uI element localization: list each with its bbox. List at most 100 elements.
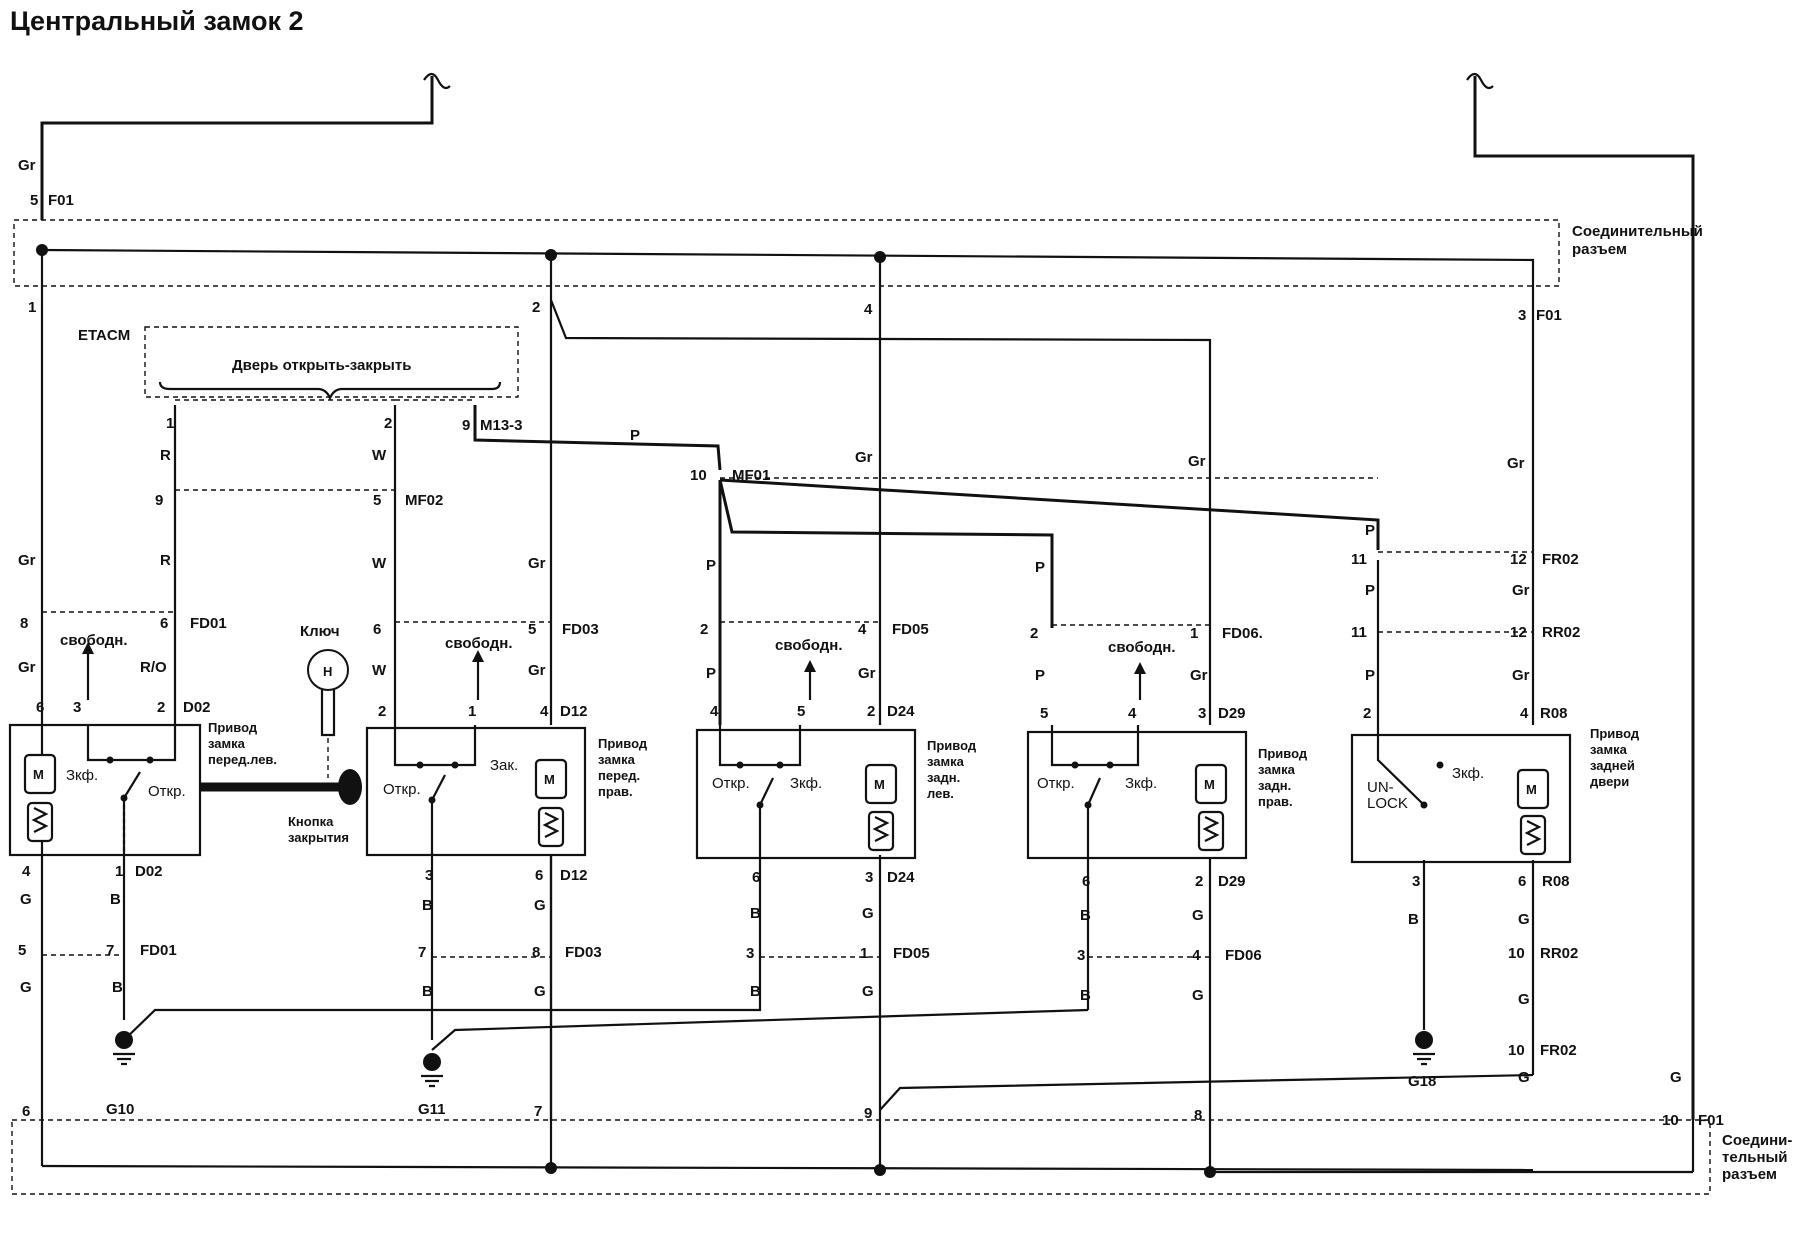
svg-text:B: B xyxy=(110,891,121,908)
svg-text:G: G xyxy=(1518,991,1530,1008)
svg-text:M: M xyxy=(874,777,885,792)
svg-text:G: G xyxy=(1670,1069,1682,1086)
svg-text:8: 8 xyxy=(1194,1107,1202,1124)
svg-text:G: G xyxy=(1518,911,1530,928)
actuator-front-right: M xyxy=(365,725,587,857)
svg-text:P: P xyxy=(630,427,640,444)
svg-text:2: 2 xyxy=(532,299,540,316)
svg-text:10: 10 xyxy=(1662,1112,1679,1129)
svg-text:6: 6 xyxy=(535,867,543,884)
svg-text:разъем: разъем xyxy=(1722,1166,1777,1183)
svg-text:FD03: FD03 xyxy=(565,944,602,961)
svg-text:H: H xyxy=(323,664,332,679)
svg-text:FR02: FR02 xyxy=(1542,551,1579,568)
svg-text:Gr: Gr xyxy=(528,662,546,679)
svg-text:5: 5 xyxy=(1040,705,1048,722)
svg-text:3: 3 xyxy=(73,699,81,716)
svg-text:9: 9 xyxy=(462,417,470,434)
connector-box-bottom xyxy=(11,1119,1711,1195)
svg-text:свободн.: свободн. xyxy=(60,632,128,649)
svg-text:G: G xyxy=(20,891,32,908)
svg-text:W: W xyxy=(372,447,387,464)
svg-text:Gr: Gr xyxy=(1188,453,1206,470)
svg-text:3: 3 xyxy=(1518,307,1526,324)
svg-text:замка: замка xyxy=(208,736,246,751)
svg-text:Соедини-: Соедини- xyxy=(1722,1132,1792,1149)
svg-text:6: 6 xyxy=(160,615,168,632)
svg-text:B: B xyxy=(112,979,123,996)
svg-text:8: 8 xyxy=(20,615,28,632)
svg-text:P: P xyxy=(1365,522,1375,539)
svg-text:G: G xyxy=(20,979,32,996)
svg-text:B: B xyxy=(1408,911,1419,928)
svg-text:3: 3 xyxy=(746,945,754,962)
svg-text:12: 12 xyxy=(1510,551,1527,568)
svg-text:Gr: Gr xyxy=(528,555,546,572)
ground-g10-icon xyxy=(113,1031,135,1066)
power-feed-left xyxy=(40,72,451,220)
svg-text:G: G xyxy=(1192,987,1204,1004)
svg-text:M: M xyxy=(1204,777,1215,792)
svg-text:замка: замка xyxy=(1258,762,1296,777)
svg-text:D02: D02 xyxy=(135,863,163,880)
svg-text:D24: D24 xyxy=(887,869,915,886)
svg-text:M: M xyxy=(544,772,555,787)
svg-text:2: 2 xyxy=(1363,705,1371,722)
svg-text:5: 5 xyxy=(18,942,26,959)
svg-text:свободн.: свободн. xyxy=(775,637,843,654)
svg-text:B: B xyxy=(750,983,761,1000)
svg-text:Дверь открыть-закрыть: Дверь открыть-закрыть xyxy=(232,357,411,374)
svg-text:F01: F01 xyxy=(1698,1112,1724,1129)
svg-text:Зкф.: Зкф. xyxy=(66,767,98,784)
svg-text:5: 5 xyxy=(30,192,38,209)
svg-text:R/O: R/O xyxy=(140,659,167,676)
svg-text:Откр.: Откр. xyxy=(1037,775,1075,792)
svg-text:M: M xyxy=(33,767,44,782)
svg-text:G: G xyxy=(862,905,874,922)
dash-groups xyxy=(42,399,1533,958)
svg-text:Откр.: Откр. xyxy=(383,781,421,798)
svg-text:FD05: FD05 xyxy=(892,621,929,638)
svg-text:Gr: Gr xyxy=(858,665,876,682)
svg-text:задн.: задн. xyxy=(927,770,960,785)
svg-text:R08: R08 xyxy=(1542,873,1570,890)
svg-text:FD03: FD03 xyxy=(562,621,599,638)
svg-text:4: 4 xyxy=(540,703,549,720)
svg-text:4: 4 xyxy=(22,863,31,880)
svg-text:двери: двери xyxy=(1590,774,1629,789)
svg-text:1: 1 xyxy=(115,863,123,880)
svg-text:6: 6 xyxy=(1518,873,1526,890)
svg-text:замка: замка xyxy=(1590,742,1628,757)
svg-text:замка: замка xyxy=(927,754,965,769)
svg-text:2: 2 xyxy=(378,703,386,720)
svg-text:прав.: прав. xyxy=(1258,794,1293,809)
svg-text:свободн.: свободн. xyxy=(445,635,513,652)
svg-text:B: B xyxy=(1080,907,1091,924)
svg-text:8: 8 xyxy=(532,944,540,961)
svg-text:закрытия: закрытия xyxy=(288,830,349,845)
svg-text:2: 2 xyxy=(1195,873,1203,890)
svg-text:9: 9 xyxy=(155,492,163,509)
svg-text:2: 2 xyxy=(157,699,165,716)
svg-text:D29: D29 xyxy=(1218,873,1246,890)
svg-text:F01: F01 xyxy=(1536,307,1562,324)
svg-text:MF01: MF01 xyxy=(732,467,770,484)
svg-text:P: P xyxy=(1365,667,1375,684)
svg-text:3: 3 xyxy=(1077,947,1085,964)
svg-text:ETACM: ETACM xyxy=(78,327,130,344)
svg-text:задн.: задн. xyxy=(1258,778,1291,793)
g-bus xyxy=(40,1120,1695,1178)
lock-button-rod xyxy=(200,769,362,805)
svg-text:11: 11 xyxy=(1351,624,1367,641)
svg-text:1: 1 xyxy=(166,415,174,432)
svg-text:7: 7 xyxy=(106,942,114,959)
svg-text:перед.: перед. xyxy=(598,768,640,783)
svg-text:2: 2 xyxy=(700,621,708,638)
svg-text:4: 4 xyxy=(1128,705,1137,722)
svg-text:7: 7 xyxy=(534,1103,542,1120)
svg-text:Привод: Привод xyxy=(1258,746,1308,761)
svg-text:Зкф.: Зкф. xyxy=(1125,775,1157,792)
svg-text:B: B xyxy=(750,905,761,922)
svg-text:Соединительный: Соединительный xyxy=(1572,223,1703,240)
